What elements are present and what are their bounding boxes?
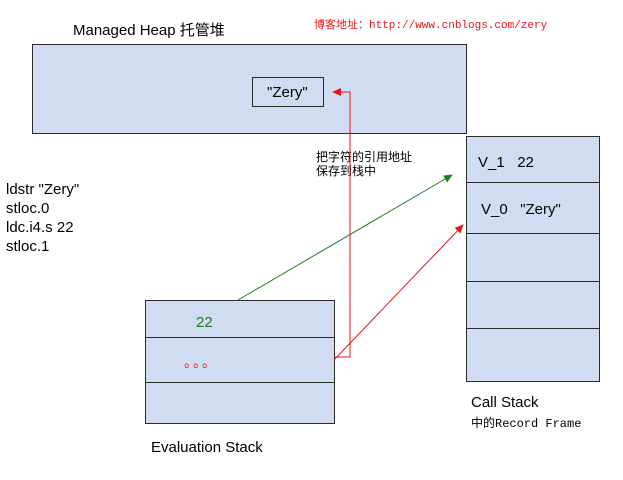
call-slot-1: V_1 22 xyxy=(467,137,599,183)
eval-slot-ellipsis: 。。。 xyxy=(184,354,218,370)
call-slot-value: V_0 "Zery" xyxy=(481,201,561,218)
annotation-line-1: 把字符的引用地址 xyxy=(316,150,413,164)
annotation-line-2: 保存到栈中 xyxy=(316,164,377,178)
blog-url-note: 博客地址：http://www.cnblogs.com/zery xyxy=(314,20,548,32)
arrow-int-to-v1 xyxy=(237,174,453,301)
call-slot-3 xyxy=(467,234,599,282)
eval-slot-value: 22 xyxy=(196,314,213,331)
evaluation-stack-title: Evaluation Stack xyxy=(151,439,263,456)
heap-string-value: "Zery" xyxy=(267,84,308,101)
il-instructions: ldstr "Zery" stloc.0 ldc.i4.s 22 stloc.1 xyxy=(6,180,79,256)
arrow-ref-to-heap-object xyxy=(332,88,351,358)
heap-title: Managed Heap 托管堆 xyxy=(73,22,225,39)
il-line: ldstr "Zery" xyxy=(6,181,80,198)
il-line: stloc.1 xyxy=(6,238,50,255)
call-slot-2: V_0 "Zery" xyxy=(467,183,599,234)
call-stack-subtitle: 中的Record Frame xyxy=(471,417,582,431)
il-line: ldc.i4.s 22 xyxy=(6,219,74,236)
eval-slot-2: 。。。 xyxy=(146,338,334,383)
call-slot-value: V_1 22 xyxy=(478,154,534,171)
heap-string-object: "Zery" xyxy=(252,77,324,107)
call-stack-title: Call Stack xyxy=(471,394,539,411)
reference-annotation: 把字符的引用地址 保存到栈中 xyxy=(316,150,412,178)
il-line: stloc.0 xyxy=(6,200,50,217)
evaluation-stack: 22 。。。 xyxy=(145,300,335,424)
managed-heap-box xyxy=(32,44,467,134)
call-slot-4 xyxy=(467,282,599,329)
arrow-ref-to-v0 xyxy=(333,224,464,361)
eval-slot-1: 22 xyxy=(146,301,334,338)
call-stack: V_1 22 V_0 "Zery" xyxy=(466,136,600,382)
